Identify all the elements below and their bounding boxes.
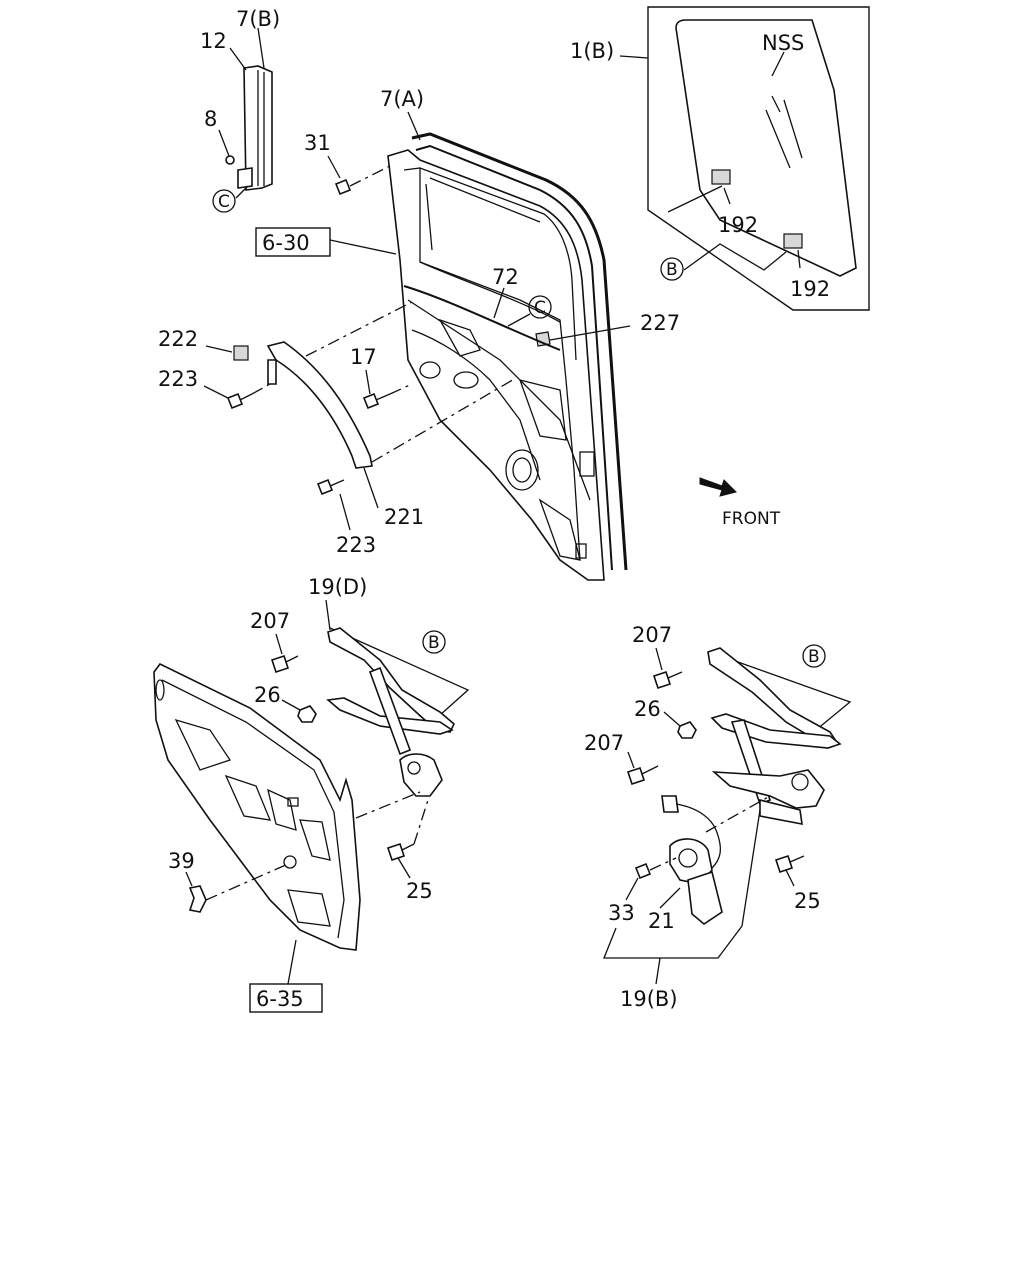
leader-21 — [659, 887, 681, 909]
leader-6-35 — [287, 939, 297, 985]
callout-26b: 26 — [634, 697, 661, 721]
callout-33: 33 — [608, 901, 635, 925]
bolt-25b — [774, 854, 805, 887]
ref-box-6-30 — [255, 227, 331, 257]
callout-227: 227 — [640, 311, 680, 335]
callout-c-top: C — [218, 192, 230, 212]
callout-c-mid-ring — [528, 295, 552, 319]
callout-b-left: B — [428, 633, 440, 653]
callout-222: 222 — [158, 327, 198, 351]
callout-b-glass-ring — [660, 257, 684, 281]
callout-6-35: 6-35 — [256, 987, 304, 1011]
regulator-19b — [707, 647, 852, 825]
callout-7b: 7(B) — [236, 7, 280, 31]
callout-b-left-ring — [422, 630, 446, 654]
front-direction-arrow-icon — [699, 477, 737, 497]
screw-223a — [203, 383, 271, 410]
callout-b-glass: B — [666, 260, 678, 280]
callout-39: 39 — [168, 849, 195, 873]
leader-c-mid — [507, 313, 531, 327]
callout-207b: 207 — [632, 623, 672, 647]
callout-nss: NSS — [762, 31, 804, 55]
callout-26a: 26 — [254, 683, 281, 707]
bolt-207c — [626, 751, 659, 786]
nut-26a — [281, 699, 317, 723]
callout-1b: 1(B) — [570, 39, 614, 63]
callout-192b: 192 — [790, 277, 830, 301]
leader-19d — [325, 599, 331, 631]
callout-17: 17 — [350, 345, 377, 369]
callout-25a: 25 — [406, 879, 433, 903]
glass-inset-box — [619, 6, 870, 311]
regulator-19d — [326, 627, 470, 797]
callout-c-mid: C — [534, 298, 546, 318]
label-front: FRONT — [722, 509, 781, 529]
callout-207a: 207 — [250, 609, 290, 633]
clip-39 — [185, 863, 289, 913]
callout-207c: 207 — [584, 731, 624, 755]
callout-12: 12 — [200, 29, 227, 53]
clip-222 — [233, 345, 249, 361]
callout-221: 221 — [384, 505, 424, 529]
bracket-19b — [603, 809, 761, 985]
callout-19d: 19(D) — [308, 575, 367, 599]
callout-25b: 25 — [794, 889, 821, 913]
callout-b-right-ring — [802, 644, 826, 668]
leader-227 — [549, 325, 631, 341]
callout-192a: 192 — [718, 213, 758, 237]
leader-7a — [407, 111, 421, 141]
callout-223b: 223 — [336, 533, 376, 557]
callout-19b: 19(B) — [620, 987, 678, 1011]
bolt-207a — [270, 633, 299, 674]
door-assembly — [387, 132, 628, 581]
bracket-221 — [205, 301, 517, 509]
motor-21 — [661, 795, 771, 925]
callout-7a: 7(A) — [380, 87, 424, 111]
leader-72 — [493, 287, 505, 319]
callout-6-30: 6-30 — [262, 231, 310, 255]
nut-26b — [663, 711, 697, 739]
callout-21: 21 — [648, 909, 675, 933]
callout-72: 72 — [492, 265, 519, 289]
callout-8: 8 — [204, 107, 217, 131]
bolt-207b — [652, 647, 683, 690]
ref-box-6-35 — [249, 983, 323, 1013]
screw-33 — [625, 857, 677, 901]
callout-b-right: B — [808, 647, 820, 667]
callout-223a: 223 — [158, 367, 198, 391]
screw-17 — [362, 369, 413, 410]
callout-31: 31 — [304, 131, 331, 155]
leader-6-30 — [329, 239, 397, 255]
bolt-25a — [386, 799, 429, 879]
bolt-31 — [327, 155, 391, 196]
screw-223b — [316, 478, 351, 531]
run-channel-7b-group — [212, 27, 273, 213]
trim-panel-6-35 — [153, 662, 421, 951]
